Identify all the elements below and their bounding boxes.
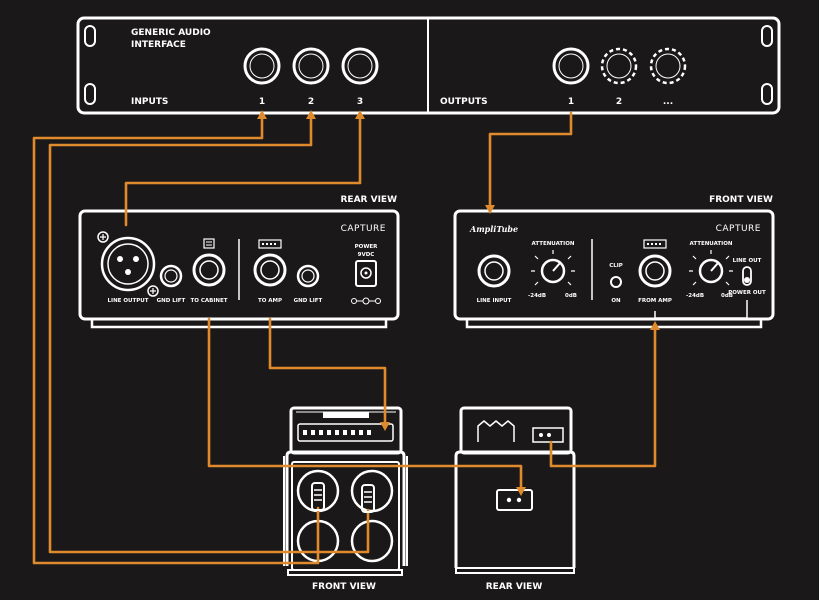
amp-front-view-label: FRONT VIEW bbox=[312, 582, 376, 592]
inputs-label: INPUTS bbox=[131, 97, 168, 107]
cable-input-2-to-mic-2 bbox=[48, 114, 370, 554]
power-out-label: POWER OUT bbox=[728, 290, 766, 296]
microphone-2-icon bbox=[361, 484, 375, 513]
on-label: ON bbox=[611, 298, 621, 304]
cable-connections bbox=[32, 110, 660, 565]
gnd-lift-1-button[interactable] bbox=[159, 264, 183, 288]
attenuation-2-min: -24dB bbox=[686, 293, 704, 299]
cable-input-3-to-line-output bbox=[124, 114, 362, 227]
amp-stack-rear: REAR VIEW bbox=[454, 406, 576, 592]
line-input-label: LINE INPUT bbox=[477, 298, 512, 304]
to-cabinet-jack[interactable] bbox=[192, 238, 226, 287]
cable-to-amp bbox=[268, 317, 387, 426]
gnd-lift-2-label: GND LIFT bbox=[294, 298, 323, 304]
interface-name-line2: INTERFACE bbox=[131, 40, 186, 50]
capture-rear-view-label: REAR VIEW bbox=[341, 195, 398, 205]
line-input-jack[interactable] bbox=[477, 254, 511, 288]
amplitube-logo: AmpliTube bbox=[469, 224, 518, 234]
cable-amp-output-to-from-amp bbox=[549, 326, 657, 468]
outputs-label: OUTPUTS bbox=[440, 97, 488, 107]
from-amp-jack[interactable] bbox=[638, 239, 672, 288]
attenuation-1-label: ATTENUATION bbox=[531, 241, 574, 247]
arrow-from-amp bbox=[650, 321, 660, 330]
from-amp-bracket bbox=[654, 300, 748, 319]
output-jack-1[interactable] bbox=[552, 47, 590, 85]
input-number-3: 3 bbox=[357, 97, 363, 107]
arrow-line-input bbox=[485, 205, 495, 214]
line-output-label: LINE OUTPUT bbox=[108, 298, 149, 304]
attenuation-2-label: ATTENUATION bbox=[689, 241, 732, 247]
arrow-cabinet-input bbox=[516, 487, 526, 496]
arrow-input-3 bbox=[355, 110, 365, 119]
to-cabinet-label: TO CABINET bbox=[191, 298, 228, 304]
power-label-line1: POWER bbox=[355, 244, 379, 250]
output-number-more: ... bbox=[663, 97, 673, 107]
audio-interface: GENERIC AUDIO INTERFACE INPUTS OUTPUTS 1… bbox=[76, 16, 781, 115]
capture-rear-unit: REAR VIEW CAPTURE LINE OUTPUT GND LIFT bbox=[78, 195, 400, 329]
cable-output-1-to-line-input bbox=[488, 111, 573, 209]
capture-front-unit: FRONT VIEW CAPTURE AmpliTube LINE INPUT … bbox=[453, 195, 775, 329]
attenuation-1-max: 0dB bbox=[565, 293, 577, 299]
rack-slot bbox=[761, 25, 773, 47]
line-out-label: LINE OUT bbox=[733, 258, 762, 264]
attenuation-1-min: -24dB bbox=[528, 293, 546, 299]
attenuation-1-knob[interactable] bbox=[531, 250, 575, 286]
amp-rear-view-label: REAR VIEW bbox=[486, 582, 543, 592]
to-amp-jack[interactable] bbox=[253, 239, 287, 287]
speaker-cabinet-front bbox=[283, 450, 408, 576]
interface-name-line1: GENERIC AUDIO bbox=[131, 28, 211, 38]
arrow-input-1 bbox=[257, 110, 267, 119]
arrow-amp-input bbox=[380, 422, 390, 431]
output-number-2: 2 bbox=[616, 97, 622, 107]
speaker-cabinet-rear bbox=[454, 450, 576, 574]
arrow-input-2 bbox=[306, 110, 316, 119]
power-label-line2: 9VDC bbox=[358, 252, 375, 258]
amp-stack-front: FRONT VIEW bbox=[283, 406, 408, 592]
input-jack-3[interactable] bbox=[341, 47, 379, 85]
line-output-xlr-jack[interactable] bbox=[97, 231, 159, 297]
gnd-lift-2-button[interactable] bbox=[296, 264, 320, 288]
rack-slot bbox=[84, 83, 96, 105]
output-jack-2[interactable] bbox=[600, 47, 638, 85]
attenuation-2-max: 0dB bbox=[721, 293, 733, 299]
capture-rear-brand: CAPTURE bbox=[341, 224, 386, 234]
power-dc-jack[interactable] bbox=[355, 260, 377, 287]
capture-front-brand: CAPTURE bbox=[716, 224, 761, 234]
cable-to-cabinet bbox=[207, 317, 523, 491]
output-mode-switch[interactable] bbox=[742, 266, 752, 286]
output-jack-more[interactable] bbox=[649, 47, 687, 85]
clip-led-indicator bbox=[610, 276, 622, 288]
input-number-2: 2 bbox=[308, 97, 314, 107]
rack-slot bbox=[761, 83, 773, 105]
polarity-icon bbox=[351, 297, 381, 305]
attenuation-2-knob[interactable] bbox=[689, 250, 733, 286]
capture-front-view-label: FRONT VIEW bbox=[709, 195, 773, 205]
clip-label: CLIP bbox=[609, 263, 623, 269]
input-jack-1[interactable] bbox=[243, 47, 281, 85]
cable-input-1-to-mic-1 bbox=[32, 114, 320, 565]
microphone-1-icon bbox=[311, 482, 325, 511]
gnd-lift-1-label: GND LIFT bbox=[157, 298, 186, 304]
output-number-1: 1 bbox=[568, 97, 574, 107]
to-amp-label: TO AMP bbox=[258, 298, 282, 304]
amp-head-rear bbox=[459, 406, 573, 455]
input-jack-2[interactable] bbox=[292, 47, 330, 85]
from-amp-label: FROM AMP bbox=[638, 298, 672, 304]
rack-slot bbox=[84, 25, 96, 47]
input-number-1: 1 bbox=[259, 97, 265, 107]
